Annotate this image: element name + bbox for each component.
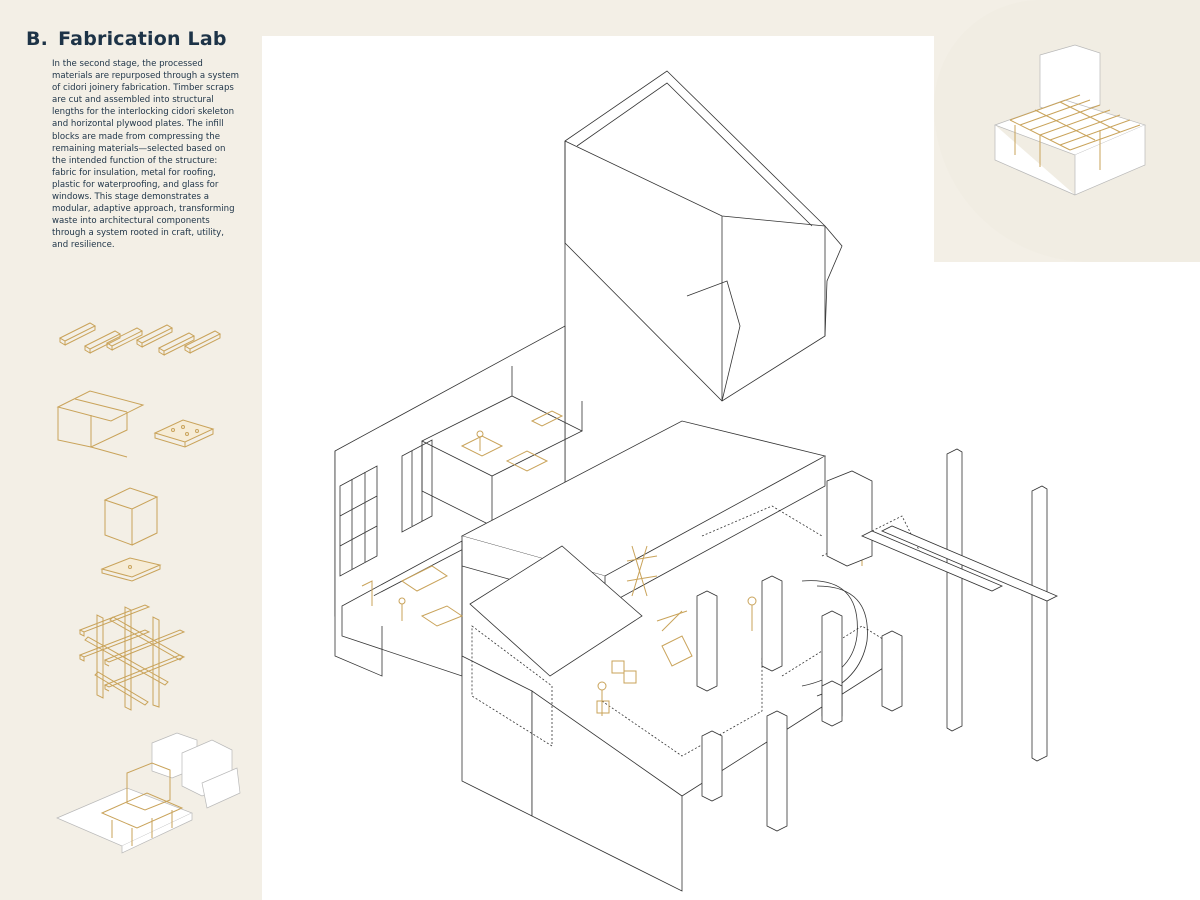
tall-posts [946,448,1048,762]
section-description: In the second stage, the processed mater… [52,59,240,251]
upper-floor [421,366,583,527]
section-header: B. Fabrication Lab [26,28,227,50]
infill-block-illustration [103,487,159,546]
section-title: Fabrication Lab [58,28,227,50]
compressed-blocks-illustration [56,390,215,458]
section-label: B. [26,28,49,50]
sloped-roof-panel [469,545,643,677]
inset-axonometric [993,44,1147,196]
cidori-lattice-illustration [78,604,186,711]
beams [861,525,1058,602]
context-axonometric-thumbnail [56,732,241,854]
main-axonometric-drawing [334,70,1058,892]
timber-lengths-illustration [58,322,222,356]
base-volume [461,655,683,892]
columns [696,470,903,832]
plywood-plate-illustration [100,557,162,582]
